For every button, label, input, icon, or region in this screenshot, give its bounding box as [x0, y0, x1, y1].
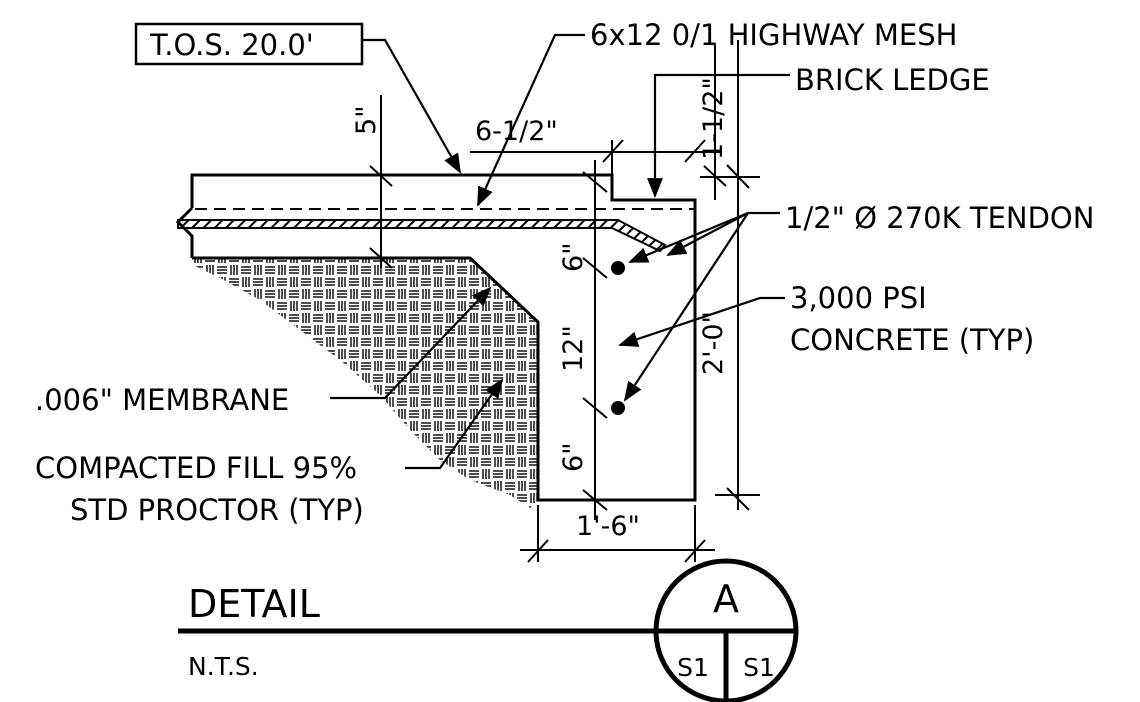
leader-lines [330, 33, 790, 470]
mesh-label: 6x12 0/1 HIGHWAY MESH [590, 18, 957, 52]
fill-label-line1: COMPACTED FILL 95% [35, 451, 357, 485]
scale-note: N.T.S. [188, 652, 259, 681]
detail-bubble [653, 558, 799, 702]
detail-id: A [713, 577, 739, 621]
ledge-width-dimension-lines [470, 139, 720, 175]
tendon-label: 1/2" Ø 270K TENDON [785, 201, 1094, 235]
detail-title: DETAIL [188, 582, 320, 626]
beam-mid-dimension: 12" [558, 325, 589, 372]
concrete-section-outline [175, 173, 697, 502]
tos-label: T.O.S. 20.0' [149, 28, 314, 62]
concrete-label-line1: 3,000 PSI [790, 281, 927, 315]
slab-dimension-lines [369, 95, 393, 269]
sheet-ref-right: S1 [743, 653, 775, 682]
beam-width-dimension-lines [520, 505, 715, 563]
ledge-width-dimension: 6-1/2" [475, 116, 558, 147]
tos-label-box [134, 22, 364, 66]
beam-top-dimension: 6" [558, 242, 589, 272]
sheet-ref-left: S1 [677, 653, 709, 682]
membrane-label: .006" MEMBRANE [35, 383, 289, 417]
beam-width-dimension: 1'-6" [576, 511, 640, 542]
brick-ledge-label: BRICK LEDGE [795, 63, 990, 97]
ledge-height-dimension: 1-1/2" [698, 77, 729, 160]
beam-bottom-dimension: 6" [558, 442, 589, 472]
tendon-bottom [611, 401, 625, 415]
beam-total-dimension: 2'-0" [698, 311, 729, 375]
slab-dimension: 5" [351, 105, 382, 135]
beam-dimension-lines [582, 160, 608, 520]
membrane-band [177, 219, 667, 253]
concrete-label-line2: CONCRETE (TYP) [790, 323, 1034, 357]
tendon-top [611, 261, 625, 275]
compacted-fill-hatch [192, 258, 538, 508]
fill-label-line2: STD PROCTOR (TYP) [70, 493, 364, 527]
right-dimension-lines [700, 40, 760, 511]
